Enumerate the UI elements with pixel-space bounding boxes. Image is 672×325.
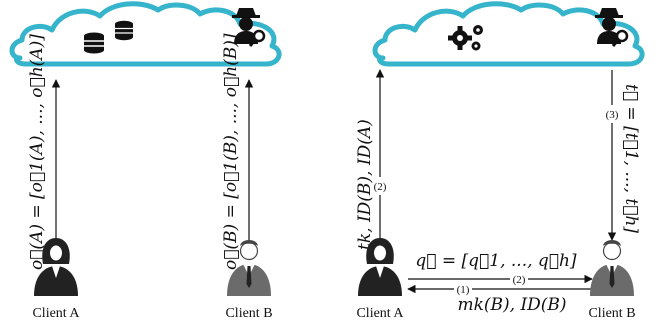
client-a-avatar — [34, 238, 78, 296]
client-a-label: Client A — [32, 306, 80, 321]
gears-icon — [448, 25, 483, 51]
b-to-a-step-bg — [454, 283, 472, 296]
a-to-cloud-step: (2) — [374, 181, 387, 193]
upload-b-label: o⃗(B) = [o⃗1(B), ..., o⃗h(B)] — [221, 33, 241, 270]
client-b-label: Client B — [588, 306, 635, 321]
spy-icon — [232, 8, 266, 47]
upload-a-label: o⃗(A) = [o⃗1(A), ..., o⃗h(A)] — [27, 34, 47, 270]
cloud-to-b-step-bg — [603, 105, 621, 123]
a-to-b-label: q⃗ = [q⃗1, ..., q⃗h] — [415, 251, 577, 271]
database-icon — [115, 20, 133, 41]
b-to-a-step: (1) — [457, 284, 470, 296]
client-a-label: Client A — [356, 306, 404, 321]
client-b-label: Client B — [225, 306, 272, 321]
a-to-cloud-step-bg — [371, 177, 389, 195]
a-to-b-step-bg — [510, 272, 528, 285]
client-b-avatar — [227, 240, 271, 296]
spy-icon — [595, 8, 629, 47]
cloud-to-b-step: (3) — [606, 109, 619, 121]
b-to-a-label: mk(B), ID(B) — [457, 295, 566, 315]
a-to-b-step: (2) — [513, 274, 526, 286]
client-b-avatar — [590, 240, 634, 296]
cloud-to-b-label: t⃗ = [t⃗1, ..., t⃗h] — [621, 84, 641, 233]
left-cloud — [9, 1, 282, 67]
client-a-avatar — [358, 238, 402, 296]
database-icon — [84, 32, 104, 54]
right-cloud — [372, 1, 645, 67]
a-to-cloud-label: tk, ID(B), ID(A) — [355, 119, 375, 250]
